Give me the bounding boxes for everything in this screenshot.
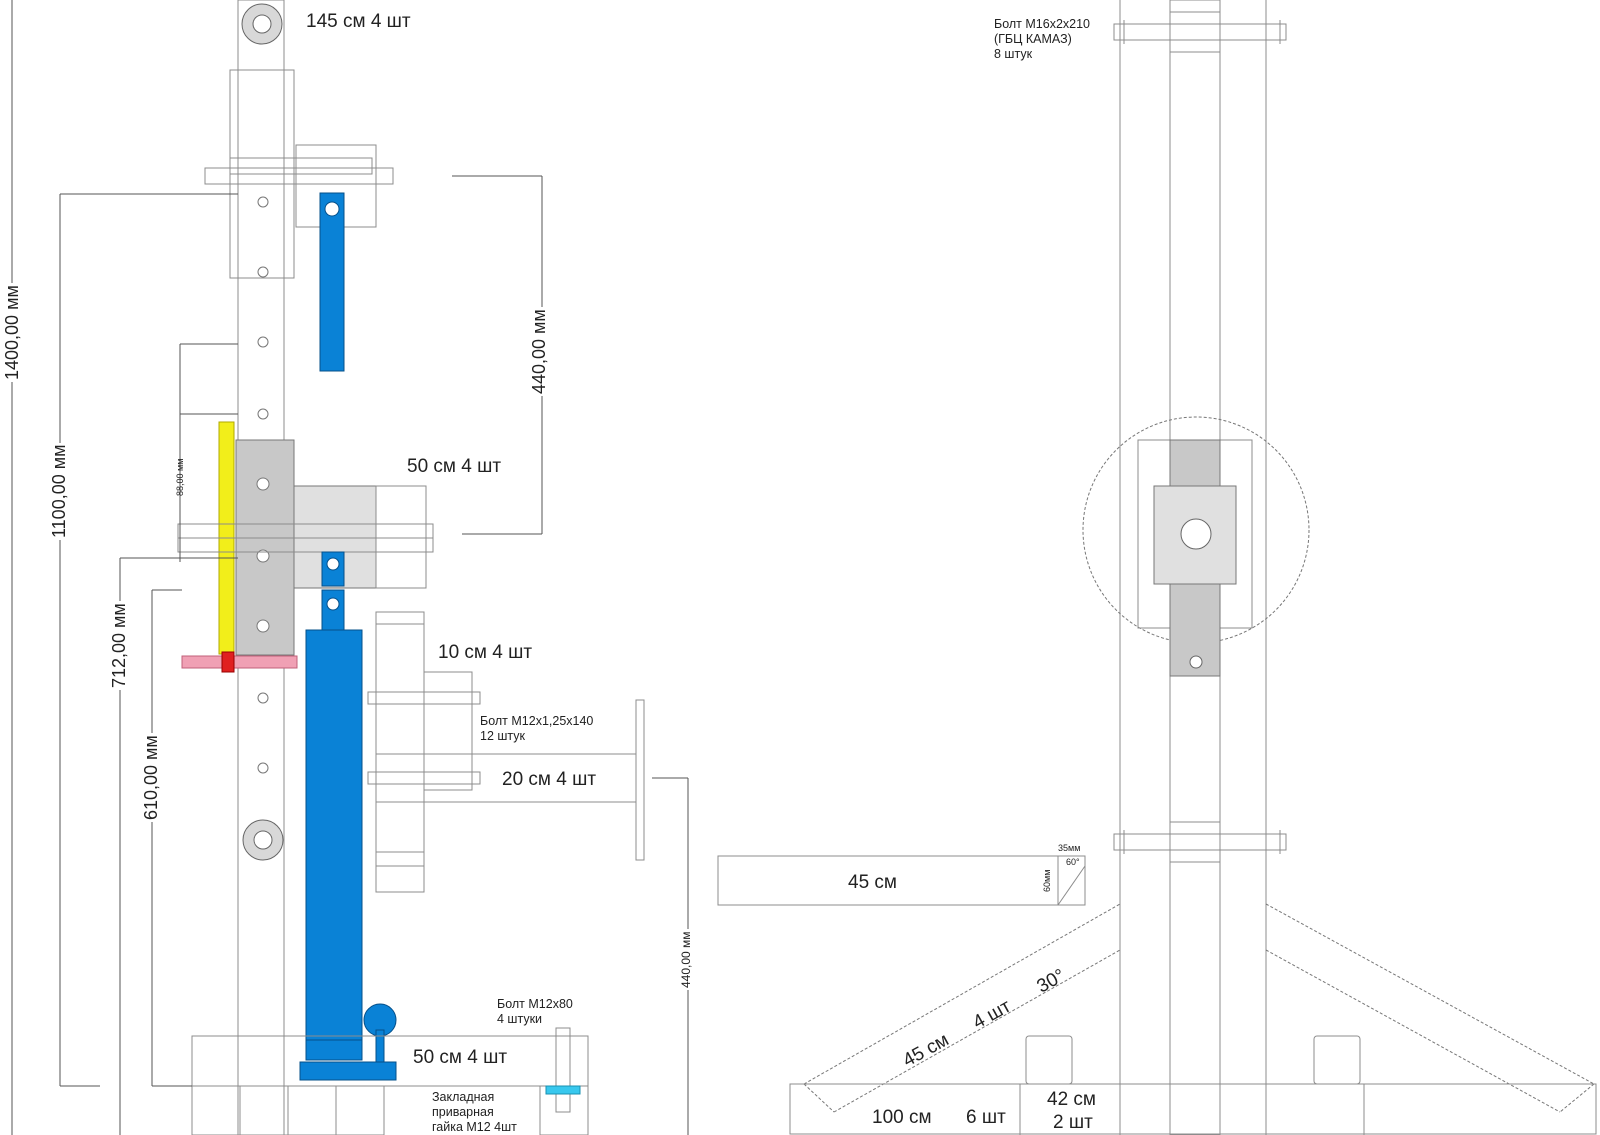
side-bolt-qty: 12 штук bbox=[480, 729, 525, 743]
dim-88: 88,00 мм bbox=[175, 458, 185, 496]
base-bolt bbox=[555, 1027, 571, 1113]
base-beam bbox=[191, 1035, 589, 1087]
plate-dim-60: 60мм bbox=[1042, 869, 1052, 892]
dim-1100: 1100,00 мм bbox=[49, 442, 69, 540]
dim-440-top: 440,00 мм bbox=[529, 307, 549, 396]
lower-bolt bbox=[1113, 821, 1287, 863]
lower-washer bbox=[242, 819, 284, 861]
plate-angle: 60° bbox=[1066, 857, 1080, 867]
left-view bbox=[11, 0, 689, 1135]
right-view bbox=[717, 0, 1597, 1135]
base-feet bbox=[191, 1085, 589, 1135]
bracket-label: 50 см 4 шт bbox=[407, 456, 502, 477]
arm-end-plate bbox=[635, 699, 645, 861]
base-beam-right bbox=[789, 1083, 1597, 1135]
top-bolt bbox=[1113, 11, 1287, 53]
dim-712: 712,00 мм bbox=[109, 601, 129, 690]
right-strut bbox=[1265, 903, 1595, 1113]
slider-plate bbox=[235, 439, 295, 656]
column-holes bbox=[257, 196, 269, 774]
spacer-10cm bbox=[423, 671, 473, 791]
top-washer bbox=[241, 3, 283, 45]
bolt-m16-qty: 8 штук bbox=[994, 47, 1033, 61]
bolt-m16-label: Болт М16х2х210 bbox=[994, 17, 1090, 31]
spacer-label: 10 см 4 шт bbox=[438, 642, 533, 663]
side-bolt-upper bbox=[367, 691, 481, 705]
weld-nut-line3: гайка M12 4шт bbox=[432, 1120, 517, 1134]
base-beam-qty: 6 шт bbox=[966, 1107, 1006, 1128]
left-strut bbox=[803, 903, 1121, 1113]
weld-nut bbox=[545, 1085, 581, 1095]
dim-overall: 1400,00 мм bbox=[2, 283, 22, 382]
plate-label: 45 см bbox=[848, 872, 897, 893]
cross-beam-length: 42 см bbox=[1047, 1089, 1096, 1110]
base-beam-length: 100 см bbox=[872, 1107, 932, 1128]
side-bolt-label: Болт M12x1,25x140 bbox=[480, 714, 594, 728]
base-bolt-qty: 4 штуки bbox=[497, 1012, 543, 1026]
top-pin-label: 145 см 4 шт bbox=[306, 11, 411, 32]
bolt-m16-note: (ГБЦ КАМАЗ) bbox=[994, 32, 1072, 46]
dim-610: 610,00 мм bbox=[141, 733, 161, 822]
weld-nut-line1: Закладная bbox=[432, 1090, 495, 1104]
plate-dim-35: 35мм bbox=[1058, 843, 1081, 853]
plate-45cm bbox=[717, 855, 1086, 906]
arm-label: 20 см 4 шт bbox=[502, 769, 597, 790]
upper-blue-link bbox=[319, 192, 345, 372]
base-bolt-label: Болт M12x80 bbox=[497, 997, 573, 1011]
upper-pin bbox=[204, 167, 394, 185]
pink-bolt bbox=[181, 651, 298, 673]
base-label: 50 см 4 шт bbox=[413, 1047, 508, 1068]
blue-jack bbox=[299, 589, 397, 1081]
weld-nut-line2: приварная bbox=[432, 1105, 494, 1119]
dim-440-bottom: 440,00 мм bbox=[679, 929, 693, 990]
side-bolt-lower bbox=[367, 771, 481, 785]
cross-beam-qty: 2 шт bbox=[1053, 1112, 1093, 1133]
